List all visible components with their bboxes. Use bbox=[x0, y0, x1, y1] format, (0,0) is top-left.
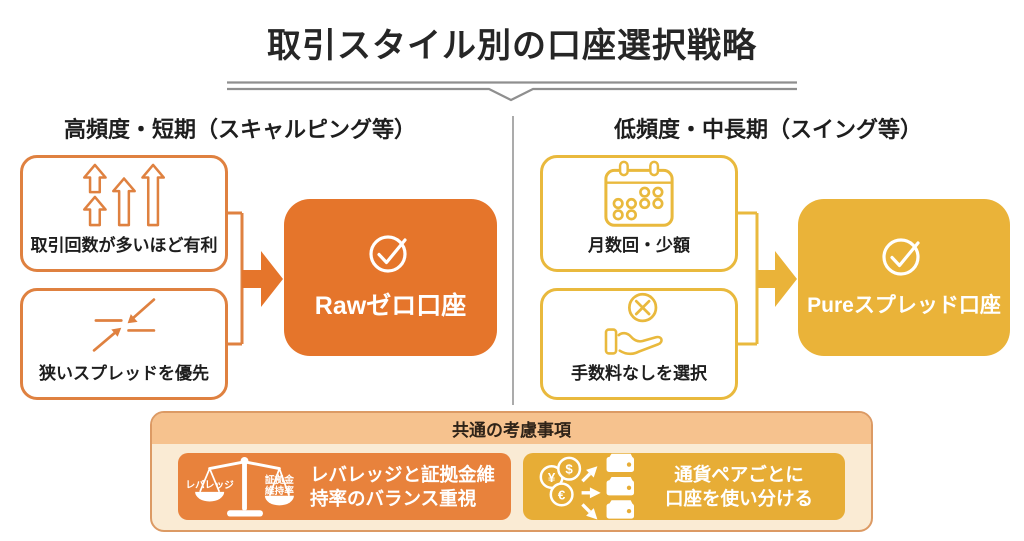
check-circle-icon bbox=[368, 235, 407, 273]
currency-pair-text-line1: 通貨ペアごとに bbox=[674, 464, 804, 486]
pure-spread-account-label: Pureスプレッド口座 bbox=[807, 294, 1001, 317]
wallet-icon bbox=[606, 476, 635, 495]
left-column-heading: 高頻度・短期（スキャルピング等） bbox=[63, 117, 416, 142]
trade-count-box: 取引回数が多いほど有利 bbox=[20, 155, 228, 272]
converging-arrows-icon bbox=[87, 291, 161, 359]
no-fee-hand-icon bbox=[603, 291, 675, 359]
raw-zero-account-label: Rawゼロ口座 bbox=[314, 292, 467, 320]
currency-pair-card: ¥ $ € bbox=[523, 453, 845, 520]
column-divider bbox=[512, 116, 514, 405]
narrow-spread-box: 狭いスプレッドを優先 bbox=[20, 288, 228, 400]
no-commission-box: 手数料なしを選択 bbox=[540, 288, 738, 400]
wallet-icon bbox=[606, 453, 635, 472]
right-merge-arrow bbox=[738, 211, 797, 346]
common-considerations-heading: 共通の考慮事項 bbox=[152, 413, 871, 444]
wallet-icon bbox=[606, 499, 635, 519]
currency-pair-text-line2: 口座を使い分ける bbox=[664, 487, 813, 509]
raw-zero-account-box: Rawゼロ口座 bbox=[284, 199, 497, 356]
page-title: 取引スタイル別の口座選択戦略 bbox=[267, 27, 757, 65]
right-column-heading: 低頻度・中長期（スイング等） bbox=[613, 117, 922, 142]
narrow-spread-label: 狭いスプレッドを優先 bbox=[39, 364, 209, 383]
no-commission-label: 手数料なしを選択 bbox=[571, 364, 707, 383]
leverage-balance-card: レバレッジ 証拠金 維持率 レバレッジと証拠金維 持率のバランス重視 bbox=[178, 453, 511, 520]
coin-dollar-symbol: $ bbox=[565, 461, 573, 476]
monthly-few-trades-label: 月数回・少額 bbox=[588, 236, 690, 255]
common-considerations-panel: 共通の考慮事項 レバレッジ 証拠金 維持率 レバレッジと証拠金維 bbox=[150, 411, 873, 532]
leverage-balance-text: レバレッジと証拠金維 持率のバランス重視 bbox=[310, 463, 495, 510]
pure-spread-account-box: Pureスプレッド口座 bbox=[798, 199, 1010, 356]
title-underline-chevron bbox=[227, 81, 797, 102]
scale-left-label: レバレッジ bbox=[185, 478, 234, 490]
trade-count-label: 取引回数が多いほど有利 bbox=[30, 236, 218, 255]
left-merge-arrow bbox=[227, 211, 283, 346]
scale-right-label-line1: 証拠金 bbox=[265, 473, 294, 486]
common-cards-row: レバレッジ 証拠金 維持率 レバレッジと証拠金維 持率のバランス重視 ¥ $ € bbox=[152, 444, 871, 520]
currency-wallets-icon: ¥ $ € bbox=[539, 453, 635, 519]
leverage-balance-text-line1: レバレッジと証拠金維 bbox=[310, 464, 496, 486]
check-circle-icon bbox=[882, 238, 920, 276]
scale-right-label-line2: 維持率 bbox=[265, 483, 294, 496]
up-arrows-icon bbox=[79, 158, 169, 231]
leverage-balance-text-line2: 持率のバランス重視 bbox=[310, 487, 477, 509]
monthly-few-trades-box: 月数回・少額 bbox=[540, 155, 738, 272]
coin-yen-symbol: ¥ bbox=[548, 470, 556, 485]
calendar-icon bbox=[601, 158, 677, 231]
balance-scale-icon: レバレッジ 証拠金 維持率 bbox=[185, 456, 294, 517]
coin-euro-symbol: € bbox=[558, 487, 566, 502]
currency-pair-text: 通貨ペアごとに 口座を使い分ける bbox=[643, 463, 835, 510]
